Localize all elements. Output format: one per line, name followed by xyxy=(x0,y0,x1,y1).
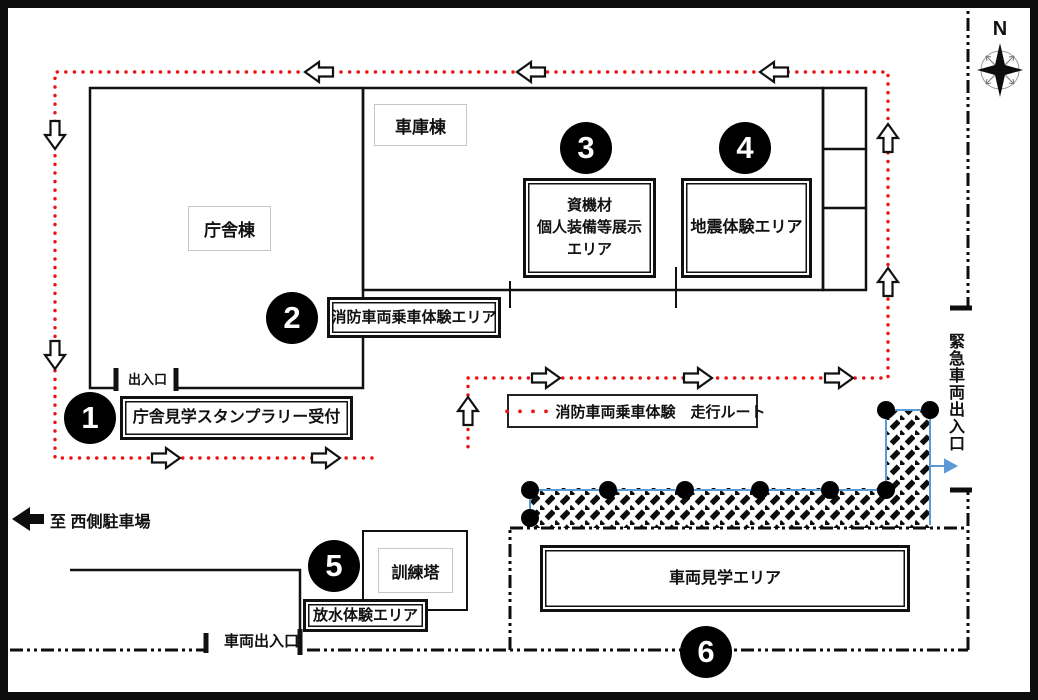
area-4-earthquake-experience: 地震体験エリア xyxy=(681,178,812,278)
area-5-water-discharge: 放水体験エリア xyxy=(303,599,428,632)
west-parking-arrow-icon xyxy=(12,507,44,531)
route-arrow-right-icon xyxy=(682,366,714,390)
area-number-badge-2: 2 xyxy=(266,292,318,344)
area-number-badge-4: 4 xyxy=(719,122,771,174)
compass-icon xyxy=(977,43,1023,97)
barrier-posts xyxy=(521,401,939,527)
entrance-label: 出入口 xyxy=(128,372,168,387)
site-boundary-dashed-line xyxy=(10,10,970,652)
area-2-fire-vehicle-ride: 消防車両乗車体験エリア xyxy=(327,297,501,338)
west-parking-label: 至 西側駐車場 xyxy=(50,514,151,531)
route-arrow-left-icon xyxy=(515,60,547,84)
area-6-vehicle-viewing: 車両見学エリア xyxy=(540,545,910,612)
route-arrow-up-icon xyxy=(456,395,480,427)
exit-flow-arrow-icon xyxy=(930,458,959,474)
route-arrow-right-icon xyxy=(823,366,855,390)
emergency-gate-label: 緊急車両出入口 xyxy=(946,333,963,452)
garage-building-label: 車庫棟 xyxy=(374,104,467,146)
route-arrow-down-icon xyxy=(43,119,67,151)
area-number-badge-5: 5 xyxy=(308,540,360,592)
building-outlines xyxy=(88,86,868,390)
legend-label: 消防車両乗車体験 走行ルート xyxy=(555,403,766,421)
area-number-badge-3: 3 xyxy=(560,122,612,174)
route-arrow-left-icon xyxy=(758,60,790,84)
area-1-stamp-rally-reception: 庁舎見学スタンプラリー受付 xyxy=(120,396,353,440)
route-arrow-down-icon xyxy=(43,339,67,371)
barrier-hatch-area xyxy=(530,410,930,528)
ride-route-dotted-line xyxy=(53,70,890,460)
road-lines xyxy=(70,568,303,655)
compass-north-label: N xyxy=(992,18,1008,40)
route-arrow-up-icon xyxy=(876,266,900,298)
area-number-badge-1: 1 xyxy=(64,392,116,444)
area-3-equipment-exhibit: 資機材 個人装備等展示 エリア xyxy=(523,178,656,278)
rope-barrier xyxy=(521,401,959,527)
vehicle-gate-label: 車両出入口 xyxy=(224,633,300,650)
route-arrow-right-icon xyxy=(150,446,182,470)
emergency-gate-ticks xyxy=(950,305,972,493)
legend-red-dots-swatch: ・・・・ xyxy=(499,403,553,421)
route-arrow-up-icon xyxy=(876,122,900,154)
route-arrow-right-icon xyxy=(530,366,562,390)
entrance-gate-posts xyxy=(113,368,179,391)
training-tower-label: 訓練塔 xyxy=(378,548,453,593)
office-building-label: 庁舎棟 xyxy=(188,206,271,251)
area-number-badge-6: 6 xyxy=(680,626,732,678)
route-arrow-left-icon xyxy=(303,60,335,84)
route-arrow-right-icon xyxy=(310,446,342,470)
route-legend: ・・・・消防車両乗車体験 走行ルート xyxy=(499,394,766,428)
